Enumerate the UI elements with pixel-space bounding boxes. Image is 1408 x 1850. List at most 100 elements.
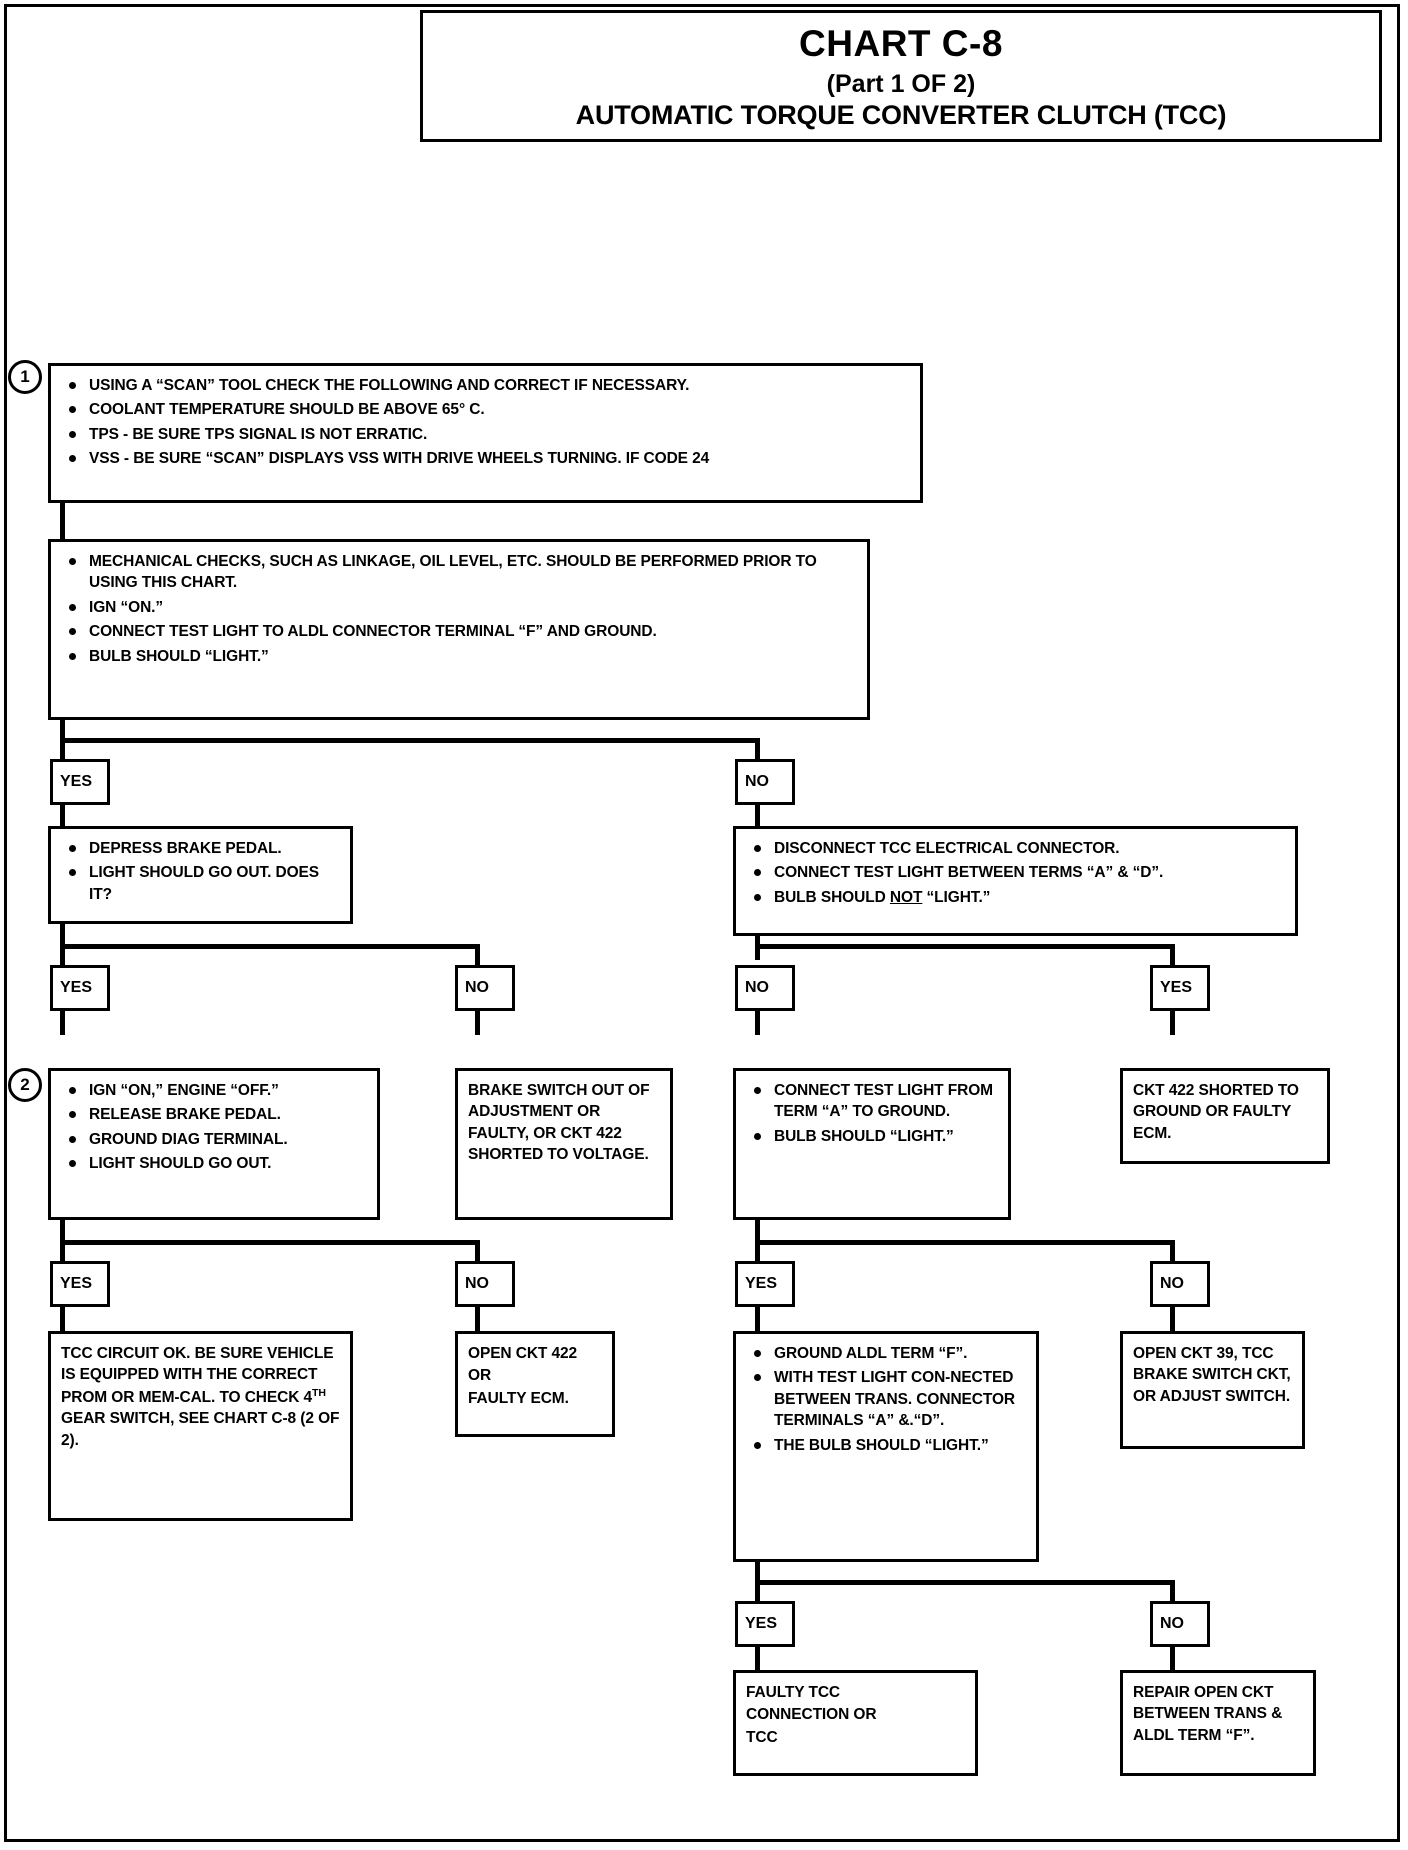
list-item: TPS - BE SURE TPS SIGNAL IS NOT ERRATIC. <box>61 424 912 445</box>
connector-box3l-no <box>475 944 480 966</box>
connector-box5r-no <box>1170 1580 1175 1602</box>
list-item: WITH TEST LIGHT CON-NECTED BETWEEN TRANS… <box>746 1367 1028 1431</box>
box-text: OPEN CKT 39, TCC BRAKE SWITCH CKT, OR AD… <box>1133 1345 1291 1405</box>
connector-box4r-down <box>755 1220 760 1244</box>
connector-yes3-box <box>1170 1011 1175 1035</box>
chart-subtitle: AUTOMATIC TORQUE CONVERTER CLUTCH (TCC) <box>575 100 1227 131</box>
list-item: MECHANICAL CHECKS, SUCH AS LINKAGE, OIL … <box>61 551 859 594</box>
decision-label-no-3: NO <box>735 965 795 1011</box>
chart-title: CHART C-8 <box>799 23 1003 64</box>
list-item: BULB SHOULD “LIGHT.” <box>746 1126 1000 1147</box>
connector-yes6-box <box>755 1647 760 1672</box>
list-item: DISCONNECT TCC ELECTRICAL CONNECTOR. <box>746 838 1287 859</box>
connector-no6-box <box>1170 1647 1175 1672</box>
connector-box4l-split <box>60 1240 480 1245</box>
connector-box4r-split <box>755 1240 1175 1245</box>
connector-box2-no <box>755 738 760 760</box>
list-item: VSS - BE SURE “SCAN” DISPLAYS VSS WITH D… <box>61 448 912 469</box>
connector-box3r-yes <box>1170 944 1175 966</box>
box-text-line: TCC <box>746 1728 778 1746</box>
connector-box3r-split <box>755 944 1175 949</box>
decision-label-no-2: NO <box>455 965 515 1011</box>
connector-box4r-yes <box>755 1240 760 1262</box>
connector-no5-box <box>1170 1307 1175 1333</box>
connector-box2-yes <box>60 738 65 760</box>
connector-yes4-box <box>60 1307 65 1333</box>
box-open-ckt-39: OPEN CKT 39, TCC BRAKE SWITCH CKT, OR AD… <box>1120 1331 1305 1449</box>
connector-box4l-yes <box>60 1240 65 1262</box>
list-item: CONNECT TEST LIGHT TO ALDL CONNECTOR TER… <box>61 621 859 642</box>
connector-yes5-box <box>755 1307 760 1333</box>
box-text-line: FAULTY TCC <box>746 1684 841 1701</box>
connector-no2-box <box>475 1011 480 1035</box>
box-text-line: OPEN CKT 422 <box>468 1345 578 1362</box>
box-depress-brake-pedal-list: DEPRESS BRAKE PEDAL. LIGHT SHOULD GO OUT… <box>61 838 342 905</box>
decision-label-yes-5: YES <box>735 1261 795 1307</box>
connector-yes2-box <box>60 1011 65 1035</box>
box-connect-test-light-term-a: CONNECT TEST LIGHT FROM TERM “A” TO GROU… <box>733 1068 1011 1220</box>
list-item: IGN “ON,” ENGINE “OFF.” <box>61 1080 369 1101</box>
box-text: BRAKE SWITCH OUT OF ADJUSTMENT OR FAULTY… <box>468 1082 650 1164</box>
list-item: RELEASE BRAKE PEDAL. <box>61 1104 369 1125</box>
box-mechanical-checks-list: MECHANICAL CHECKS, SUCH AS LINKAGE, OIL … <box>61 551 859 667</box>
decision-label-no-5: NO <box>1150 1261 1210 1307</box>
decision-label-yes-1: YES <box>50 759 110 805</box>
decision-label-yes-3: YES <box>1150 965 1210 1011</box>
chart-title-block: CHART C-8 (Part 1 OF 2) AUTOMATIC TORQUE… <box>420 10 1382 142</box>
list-item: LIGHT SHOULD GO OUT. DOES IT? <box>61 862 342 905</box>
connector-yes1-box <box>60 805 65 828</box>
box-text: CKT 422 SHORTED TO GROUND OR FAULTY ECM. <box>1133 1082 1299 1142</box>
decision-label-yes-2: YES <box>50 965 110 1011</box>
box-ground-aldl-term-f: GROUND ALDL TERM “F”. WITH TEST LIGHT CO… <box>733 1331 1039 1562</box>
connector-no4-box <box>475 1307 480 1333</box>
decision-label-no-1: NO <box>735 759 795 805</box>
list-item: CONNECT TEST LIGHT FROM TERM “A” TO GROU… <box>746 1080 1000 1123</box>
list-item: DEPRESS BRAKE PEDAL. <box>61 838 342 859</box>
box-tcc-circuit-ok: TCC CIRCUIT OK. BE SURE VEHICLE IS EQUIP… <box>48 1331 353 1521</box>
box-open-ckt-422: OPEN CKT 422 OR FAULTY ECM. <box>455 1331 615 1437</box>
connector-no3-box <box>755 1011 760 1035</box>
step-marker-1: 1 <box>8 360 42 394</box>
box-disconnect-tcc-connector: DISCONNECT TCC ELECTRICAL CONNECTOR. CON… <box>733 826 1298 936</box>
connector-box4l-down <box>60 1220 65 1244</box>
box-scan-tool-checks: USING A “SCAN” TOOL CHECK THE FOLLOWING … <box>48 363 923 503</box>
box-depress-brake-pedal: DEPRESS BRAKE PEDAL. LIGHT SHOULD GO OUT… <box>48 826 353 924</box>
decision-label-no-4: NO <box>455 1261 515 1307</box>
box-disconnect-tcc-connector-list: DISCONNECT TCC ELECTRICAL CONNECTOR. CON… <box>746 838 1287 908</box>
box-mechanical-checks: MECHANICAL CHECKS, SUCH AS LINKAGE, OIL … <box>48 539 870 720</box>
connector-box5r-yes <box>755 1580 760 1602</box>
box-brake-switch-out-of-adjustment: BRAKE SWITCH OUT OF ADJUSTMENT OR FAULTY… <box>455 1068 673 1220</box>
box-ign-on-engine-off-list: IGN “ON,” ENGINE “OFF.” RELEASE BRAKE PE… <box>61 1080 369 1175</box>
list-item: CONNECT TEST LIGHT BETWEEN TERMS “A” & “… <box>746 862 1287 883</box>
connector-box4l-no <box>475 1240 480 1262</box>
list-item: THE BULB SHOULD “LIGHT.” <box>746 1435 1028 1456</box>
connector-box5r-down <box>755 1562 760 1586</box>
box-ground-aldl-term-f-list: GROUND ALDL TERM “F”. WITH TEST LIGHT CO… <box>746 1343 1028 1456</box>
list-item: LIGHT SHOULD GO OUT. <box>61 1153 369 1174</box>
box-repair-open-ckt: REPAIR OPEN CKT BETWEEN TRANS & ALDL TER… <box>1120 1670 1316 1776</box>
list-item: USING A “SCAN” TOOL CHECK THE FOLLOWING … <box>61 375 912 396</box>
list-item: BULB SHOULD “LIGHT.” <box>61 646 859 667</box>
connector-no1-box <box>755 805 760 828</box>
list-item: COOLANT TEMPERATURE SHOULD BE ABOVE 65° … <box>61 399 912 420</box>
box-text-line: OR <box>468 1367 492 1385</box>
list-item: GROUND ALDL TERM “F”. <box>746 1343 1028 1364</box>
connector-box3l-down <box>60 924 65 948</box>
list-item: BULB SHOULD NOT “LIGHT.” <box>746 887 1287 908</box>
connector-box3l-split <box>60 944 480 949</box>
box-connect-test-light-term-a-list: CONNECT TEST LIGHT FROM TERM “A” TO GROU… <box>746 1080 1000 1147</box>
decision-label-no-6: NO <box>1150 1601 1210 1647</box>
box-faulty-tcc-connection: FAULTY TCC CONNECTION OR TCC <box>733 1670 978 1776</box>
connector-box4r-no <box>1170 1240 1175 1262</box>
list-item: GROUND DIAG TERMINAL. <box>61 1129 369 1150</box>
step-marker-2: 2 <box>8 1068 42 1102</box>
decision-label-yes-4: YES <box>50 1261 110 1307</box>
box-text: TCC CIRCUIT OK. BE SURE VEHICLE IS EQUIP… <box>61 1345 340 1449</box>
box-scan-tool-checks-list: USING A “SCAN” TOOL CHECK THE FOLLOWING … <box>61 375 912 470</box>
box-text: REPAIR OPEN CKT BETWEEN TRANS & ALDL TER… <box>1133 1684 1283 1744</box>
list-item: IGN “ON.” <box>61 597 859 618</box>
connector-box1-box2 <box>60 503 65 541</box>
box-text-line: FAULTY ECM. <box>468 1389 569 1407</box>
connector-box2-split <box>60 738 760 743</box>
